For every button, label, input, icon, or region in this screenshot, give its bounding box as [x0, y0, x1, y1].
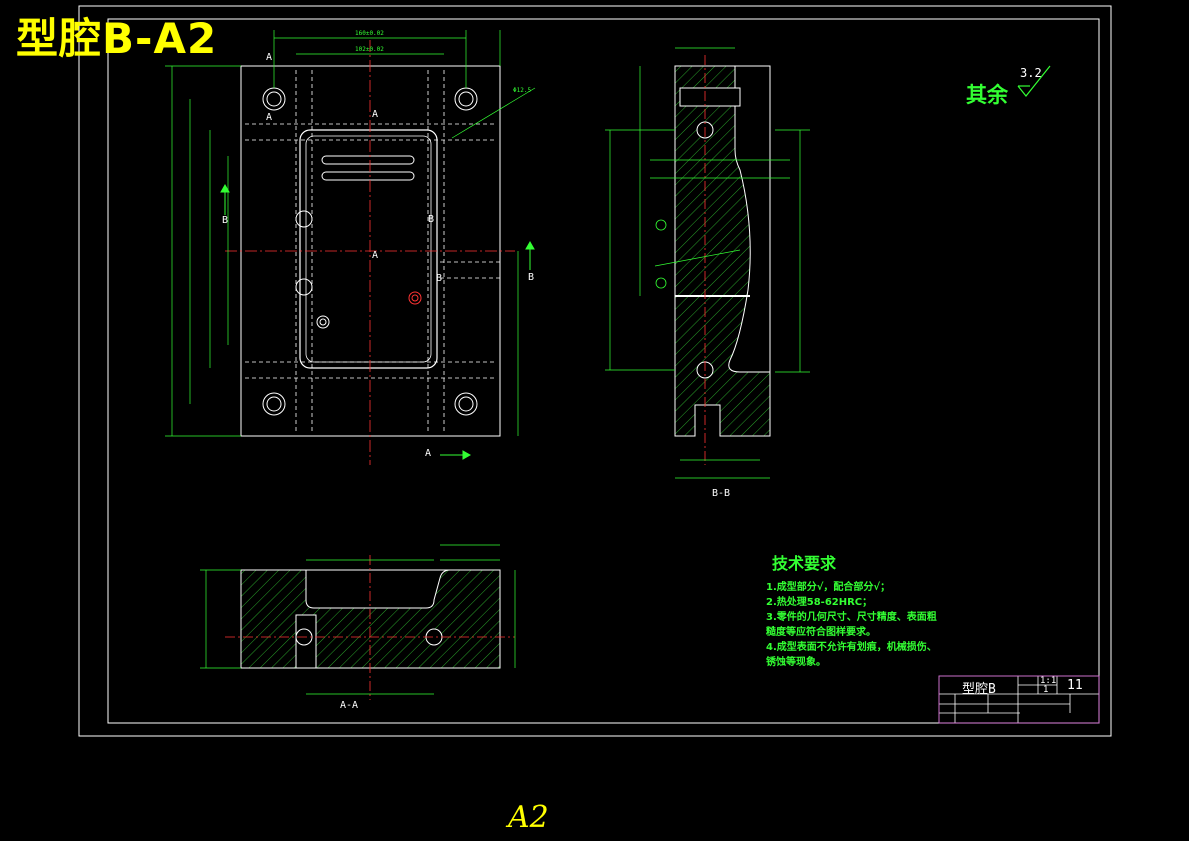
inner-frame [107, 18, 1100, 724]
tech-requirement-item: 4.成型表面不允许有划痕，机械损伤、 [766, 642, 937, 653]
tech-requirement-item: 3.零件的几何尺寸、尺寸精度、表面粗 [766, 612, 937, 623]
sheet-size-label: A2 [508, 800, 549, 835]
title-block-scale: 1:1 [1040, 676, 1057, 686]
section-bb [605, 47, 810, 479]
tech-requirements-title: 技术要求 [772, 554, 837, 573]
cut-label-a-left: A [266, 112, 273, 123]
title-block-quantity: 1 [1043, 685, 1049, 695]
cut-label-a-bottom: A [425, 448, 432, 459]
outer-frame [78, 5, 1112, 737]
drawing-title: 型腔B-A2 [16, 14, 218, 63]
cut-label-a-mid: A [372, 250, 379, 261]
tech-requirement-item: 1.成型部分√，配合部分√； [766, 582, 891, 593]
cut-label-a-top: A [266, 52, 273, 63]
svg-text:160±0.02: 160±0.02 [355, 30, 384, 37]
tech-requirements-list: 1.成型部分√，配合部分√； 2.热处理58-62HRC； 3.零件的几何尺寸、… [766, 580, 937, 670]
cut-label-a-center: A [372, 109, 379, 120]
cut-label-b-left: B [222, 215, 229, 226]
surface-roughness-value: 3.2 [1020, 66, 1042, 80]
section-aa [200, 544, 516, 700]
plan-view: 160±0.02 102±0.02 Φ12.5 [165, 30, 536, 465]
svg-text:102±0.02: 102±0.02 [355, 46, 384, 53]
section-aa-label: A-A [340, 700, 359, 711]
cut-label-b-mid: B [436, 273, 443, 284]
cut-label-b-right: B [528, 272, 535, 283]
roughness-symbol-icon [1017, 65, 1051, 97]
tech-requirement-item: 2.热处理58-62HRC； [766, 597, 873, 608]
title-block-part-name: 型腔B [962, 682, 996, 697]
section-bb-label: B-B [712, 488, 731, 499]
surface-note-prefix: 其余 [966, 83, 1008, 107]
title-block-drawing-no: 11 [1067, 678, 1083, 693]
svg-text:Φ12.5: Φ12.5 [513, 87, 531, 94]
tech-requirement-item: 锈蚀等现象。 [766, 657, 826, 668]
cut-label-b-inner: B [428, 214, 435, 225]
tech-requirement-item: 糙度等应符合图样要求。 [766, 627, 876, 638]
